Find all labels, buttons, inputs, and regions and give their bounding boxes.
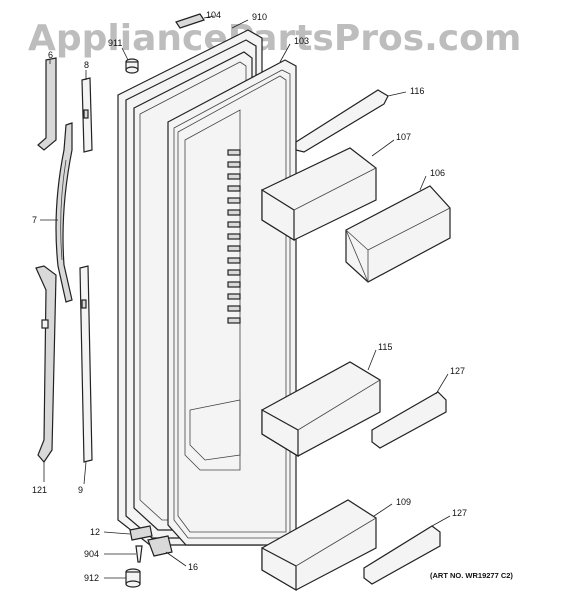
handle-trim-121 xyxy=(35,265,57,463)
bin-rail-116 xyxy=(295,89,389,153)
callout-911: 911 xyxy=(108,38,122,48)
bracket-12 xyxy=(129,525,153,541)
callout-912: 912 xyxy=(84,573,99,583)
callout-16: 16 xyxy=(188,562,198,572)
leader-lines xyxy=(40,15,451,579)
cam-912 xyxy=(125,568,141,588)
callout-7: 7 xyxy=(32,215,37,225)
screw-904 xyxy=(135,545,143,563)
trim-strip-8 xyxy=(81,77,93,153)
callout-109: 109 xyxy=(396,497,411,507)
callout-910: 910 xyxy=(252,12,267,22)
trim-strip-9 xyxy=(79,265,93,463)
watermark-text: AppliancePartsPros.com xyxy=(28,18,521,59)
handle-trim-6 xyxy=(37,57,57,151)
door-bin-115 xyxy=(261,361,381,458)
hinge-16 xyxy=(147,535,173,557)
dairy-cover-106 xyxy=(345,185,451,283)
callout-121: 121 xyxy=(32,485,47,495)
callout-904: 904 xyxy=(84,549,99,559)
callout-127-lower: 127 xyxy=(452,508,467,518)
door-bin-109 xyxy=(261,499,377,592)
hinge-bushing-911 xyxy=(125,58,139,74)
callout-104: 104 xyxy=(206,10,221,20)
art-number: (ART NO. WR19277 C2) xyxy=(430,571,513,580)
door-liner-ribs xyxy=(184,109,241,471)
door-handle-7 xyxy=(55,122,73,303)
callout-8: 8 xyxy=(84,60,89,70)
callout-6: 6 xyxy=(48,50,53,60)
door-top-cap-104 xyxy=(175,13,205,29)
callout-103: 103 xyxy=(294,36,309,46)
callout-labels: 104 910 911 103 6 8 7 121 9 116 107 106 … xyxy=(32,10,467,583)
callout-107: 107 xyxy=(396,132,411,142)
door-gasket-103 xyxy=(167,59,297,546)
callout-106: 106 xyxy=(430,168,445,178)
callout-116: 116 xyxy=(410,86,424,96)
door-bin-107 xyxy=(261,147,377,242)
callout-9: 9 xyxy=(78,485,83,495)
callout-127-upper: 127 xyxy=(450,366,465,376)
callout-12: 12 xyxy=(90,527,100,537)
callout-115: 115 xyxy=(378,342,392,352)
bin-front-127-upper xyxy=(371,391,447,449)
